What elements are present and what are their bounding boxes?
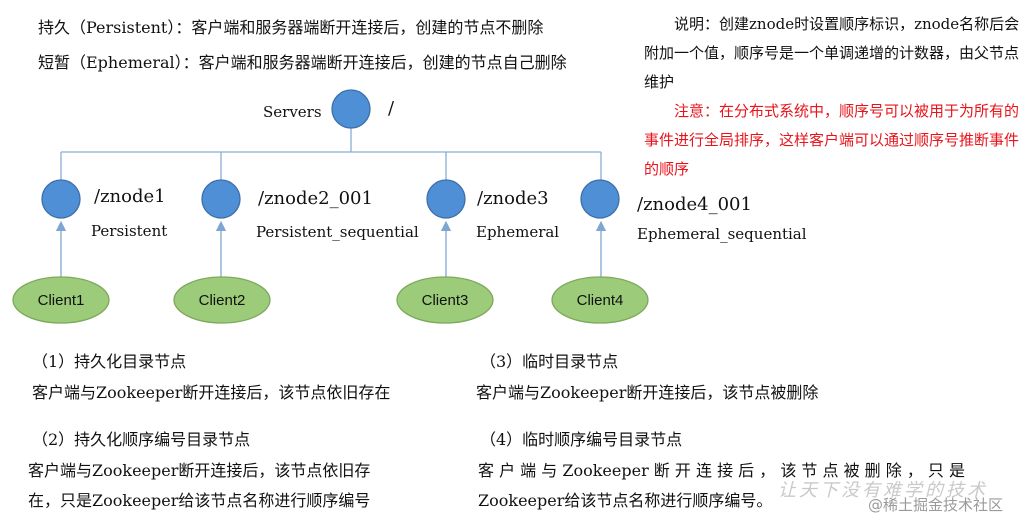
handwritten-watermark: 让天下没有难学的技术 <box>778 480 988 501</box>
credit-watermark: @稀土掘金技术社区 <box>868 496 1004 514</box>
client1-label: Client1 <box>38 292 85 309</box>
znode4-node <box>580 179 620 219</box>
client2-label: Client2 <box>199 292 246 309</box>
section1-body: 客户端与Zookeeper断开连接后，该节点依旧存在 <box>32 383 391 402</box>
persistent-definition: 持久（Persistent）：客户端和服务器端断开连接后，创建的节点不删除 <box>38 18 544 37</box>
znode2-type: Persistent_sequential <box>256 223 419 241</box>
znode4-path: /znode4_001 <box>637 194 752 215</box>
client1-ellipse <box>12 276 110 324</box>
section4-body-line2: Zookeeper给该节点名称进行顺序编号。 <box>478 491 773 510</box>
section4-body-line1: 客 户 端 与 Zookeeper 断 开 连 接 后 ， 该 节 点 被 删 … <box>478 461 966 480</box>
ephemeral-definition: 短暂（Ephemeral）：客户端和服务器端断开连接后，创建的节点自己删除 <box>38 53 567 72</box>
section2-body-line2: 在，只是Zookeeper给该节点名称进行顺序编号 <box>28 491 371 510</box>
section3-title: （3）临时目录节点 <box>480 352 619 371</box>
znode3-type: Ephemeral <box>476 223 560 241</box>
root-label: Servers <box>263 103 322 121</box>
section1-title: （1）持久化目录节点 <box>32 352 187 371</box>
client4-label: Client4 <box>577 292 624 309</box>
root-path: / <box>388 98 395 119</box>
znode2-node <box>201 179 241 219</box>
tree-connectors <box>60 128 602 180</box>
znode2-path: /znode2_001 <box>258 188 373 209</box>
znode1-type: Persistent <box>91 222 168 240</box>
section3-body: 客户端与Zookeeper断开连接后，该节点被删除 <box>476 383 819 402</box>
section2-body-line1: 客户端与Zookeeper断开连接后，该节点依旧存 <box>28 461 371 480</box>
section2-title: （2）持久化顺序编号目录节点 <box>32 430 251 449</box>
note-block: 说明：创建znode时设置顺序标识，znode名称后会附加一个值，顺序号是一个单… <box>644 10 1024 184</box>
sequence-warning: 注意：在分布式系统中，顺序号可以被用于为所有的事件进行全局排序，这样客户端可以通… <box>644 102 1020 178</box>
znode3-path: /znode3 <box>477 188 549 209</box>
root-node <box>331 89 371 129</box>
sequence-description: 说明：创建znode时设置顺序标识，znode名称后会附加一个值，顺序号是一个单… <box>644 15 1020 91</box>
client-arrows <box>55 220 607 277</box>
znode3-node <box>426 179 466 219</box>
znode1-node <box>41 179 81 219</box>
znode1-path: /znode1 <box>94 186 166 207</box>
client3-ellipse <box>396 276 494 324</box>
section4-title: （4）临时顺序编号目录节点 <box>480 430 683 449</box>
client4-ellipse <box>551 276 649 324</box>
znode4-type: Ephemeral_sequential <box>637 225 807 243</box>
client3-label: Client3 <box>422 292 469 309</box>
client2-ellipse <box>173 276 271 324</box>
